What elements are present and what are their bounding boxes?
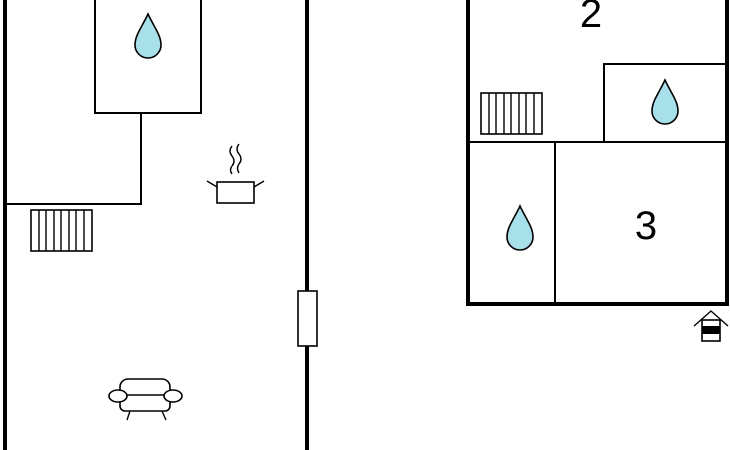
right-section (466, 0, 729, 306)
cooking-pot-icon (206, 143, 265, 204)
partition-wall (5, 113, 142, 205)
water-drop-icon (134, 12, 162, 59)
left-section (3, 0, 309, 450)
right-outer-wall (466, 0, 729, 306)
water-drop-icon (651, 78, 679, 125)
room-label-3: 3 (635, 204, 657, 248)
entrance-icon (693, 310, 729, 342)
small-bathroom-wall (603, 63, 727, 142)
door-icon (297, 290, 318, 347)
room-label-2: 2 (580, 0, 602, 36)
radiator-icon (30, 209, 93, 252)
radiator-icon (480, 92, 543, 135)
bathroom-top-left (94, 0, 202, 114)
water-drop-icon (506, 204, 534, 251)
armchair-icon (108, 378, 183, 421)
